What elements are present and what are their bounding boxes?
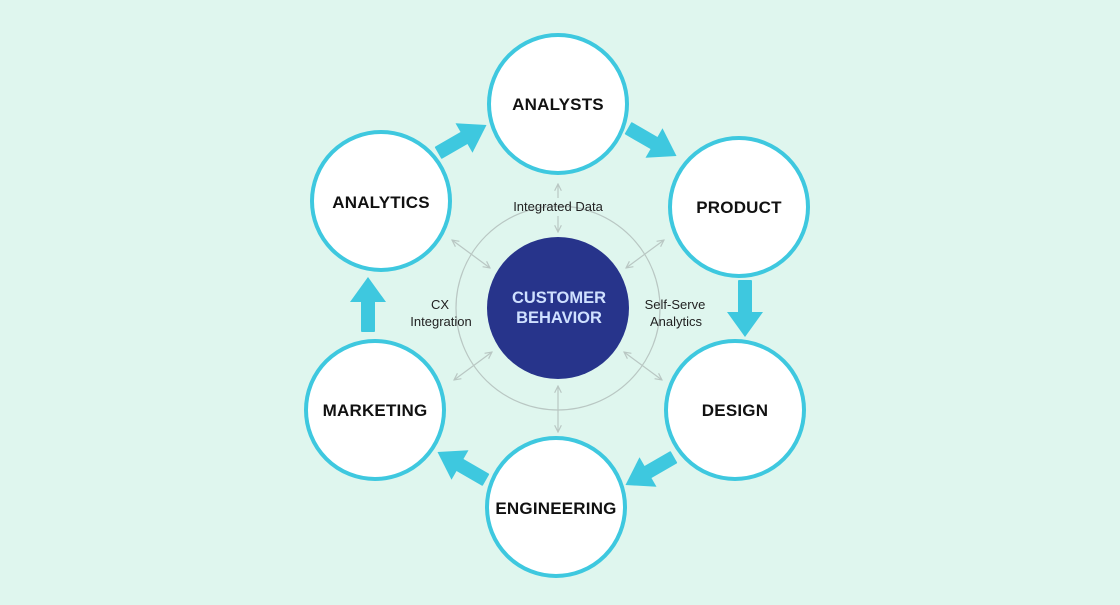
connector-arrow-lower-right	[624, 352, 662, 380]
arrow-analytics-to-analysts	[434, 123, 487, 159]
node-marketing: MARKETING	[304, 339, 446, 481]
arrow-design-to-engineering	[625, 451, 678, 487]
node-label-marketing: MARKETING	[323, 401, 428, 420]
node-label-product: PRODUCT	[696, 198, 782, 217]
center-label-line2: BEHAVIOR	[516, 309, 602, 327]
ring-label-cx-line1: CX	[431, 297, 449, 312]
connector-arrows	[452, 184, 664, 432]
connector-arrow-upper-right	[626, 240, 664, 268]
node-label-analytics: ANALYTICS	[332, 193, 430, 212]
node-design: DESIGN	[664, 339, 806, 481]
node-analytics: ANALYTICS	[310, 130, 452, 272]
arrow-product-to-design	[727, 280, 763, 337]
node-label-engineering: ENGINEERING	[495, 499, 616, 518]
ring-label-self-serve-line2: Analytics	[650, 314, 703, 329]
node-product: PRODUCT	[668, 136, 810, 278]
ring-label-self-serve-line1: Self-Serve	[645, 297, 706, 312]
center-node-customer-behavior: CUSTOMER BEHAVIOR	[487, 237, 629, 379]
ring-label-cx-line2: Integration	[410, 314, 471, 329]
connector-arrow-lower-left	[454, 352, 492, 380]
ring-label-integrated-data: Integrated Data	[513, 199, 603, 214]
arrow-engineering-to-marketing	[437, 450, 490, 486]
arrow-analysts-to-product	[624, 122, 677, 158]
node-engineering: ENGINEERING	[485, 436, 627, 578]
arrow-marketing-to-analytics	[350, 277, 386, 332]
cycle-arrows	[350, 122, 763, 487]
node-label-analysts: ANALYSTS	[512, 95, 604, 114]
center-label-line1: CUSTOMER	[512, 289, 606, 307]
node-label-design: DESIGN	[702, 401, 768, 420]
node-analysts: ANALYSTS	[487, 33, 629, 175]
connector-arrow-upper-left	[452, 240, 490, 268]
